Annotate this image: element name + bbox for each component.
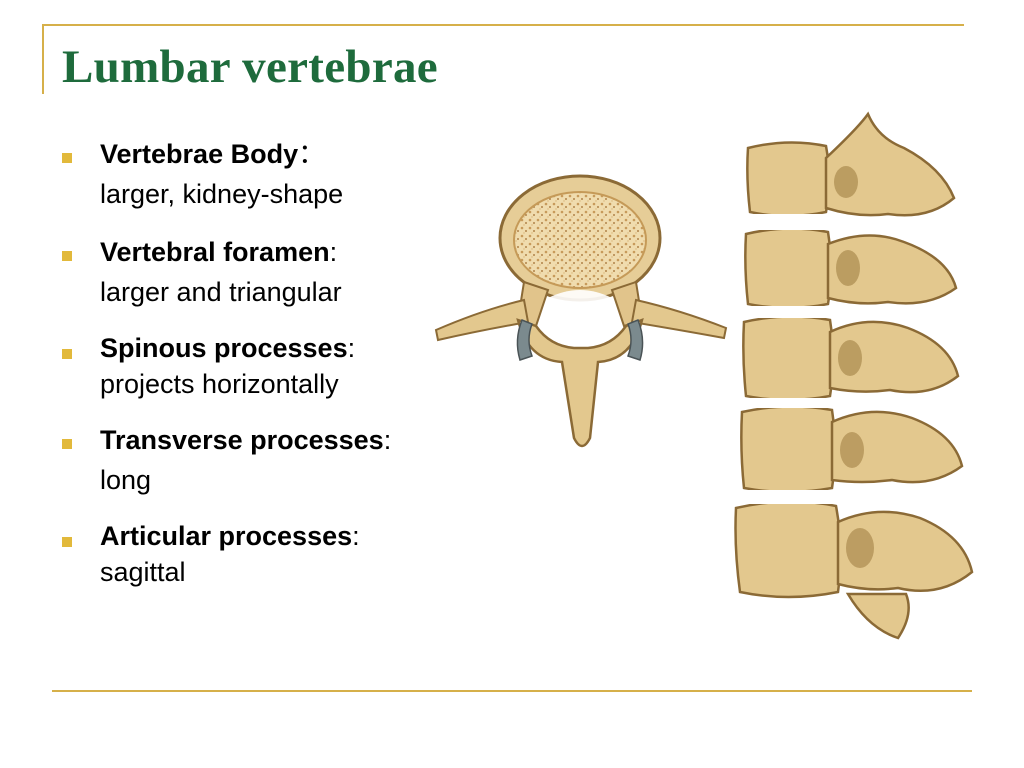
bullet-description: projects horizontally <box>100 369 339 399</box>
bullet-marker <box>62 537 72 547</box>
bullet-list: Vertebrae Body： larger, kidney-shape Ver… <box>62 134 502 598</box>
bullet-item-vertebral-foramen: Vertebral foramen: larger and triangular <box>62 232 502 330</box>
bullet-marker <box>62 153 72 163</box>
bullet-description: larger, kidney-shape <box>100 179 344 209</box>
bullet-term: Transverse processes <box>100 425 384 455</box>
bullet-term: Vertebral foramen <box>100 237 330 267</box>
bullet-separator: : <box>383 425 392 455</box>
lumbar-spine-lateral-view-illustration <box>734 111 974 640</box>
bullet-separator: : <box>329 237 338 267</box>
lumbar-vertebra-superior-view-illustration <box>434 174 728 448</box>
bullet-separator: : <box>347 333 356 363</box>
frame-bottom-rule <box>52 690 972 692</box>
bullet-term: Spinous processes <box>100 333 348 363</box>
bullet-marker <box>62 439 72 449</box>
bullet-term: Vertebrae Body <box>100 139 299 169</box>
bullet-marker <box>62 349 72 359</box>
bullet-item-spinous-processes: Spinous processes: projects horizontally <box>62 330 502 420</box>
slide-title: Lumbar vertebrae <box>62 41 438 93</box>
bullet-description: long <box>100 465 152 495</box>
bullet-term: Articular processes <box>100 521 353 551</box>
frame-left-rule <box>42 24 44 94</box>
bullet-marker <box>62 251 72 261</box>
bullet-item-transverse-processes: Transverse processes: long <box>62 420 502 518</box>
frame-top-rule <box>42 24 964 26</box>
bullet-separator: ： <box>298 139 326 169</box>
bullet-description: sagittal <box>100 557 186 587</box>
bullet-description: larger and triangular <box>100 277 342 307</box>
bullet-separator: : <box>352 521 360 551</box>
bullet-item-vertebrae-body: Vertebrae Body： larger, kidney-shape <box>62 134 502 232</box>
bullet-item-articular-processes: Articular processes: sagittal <box>62 518 502 598</box>
